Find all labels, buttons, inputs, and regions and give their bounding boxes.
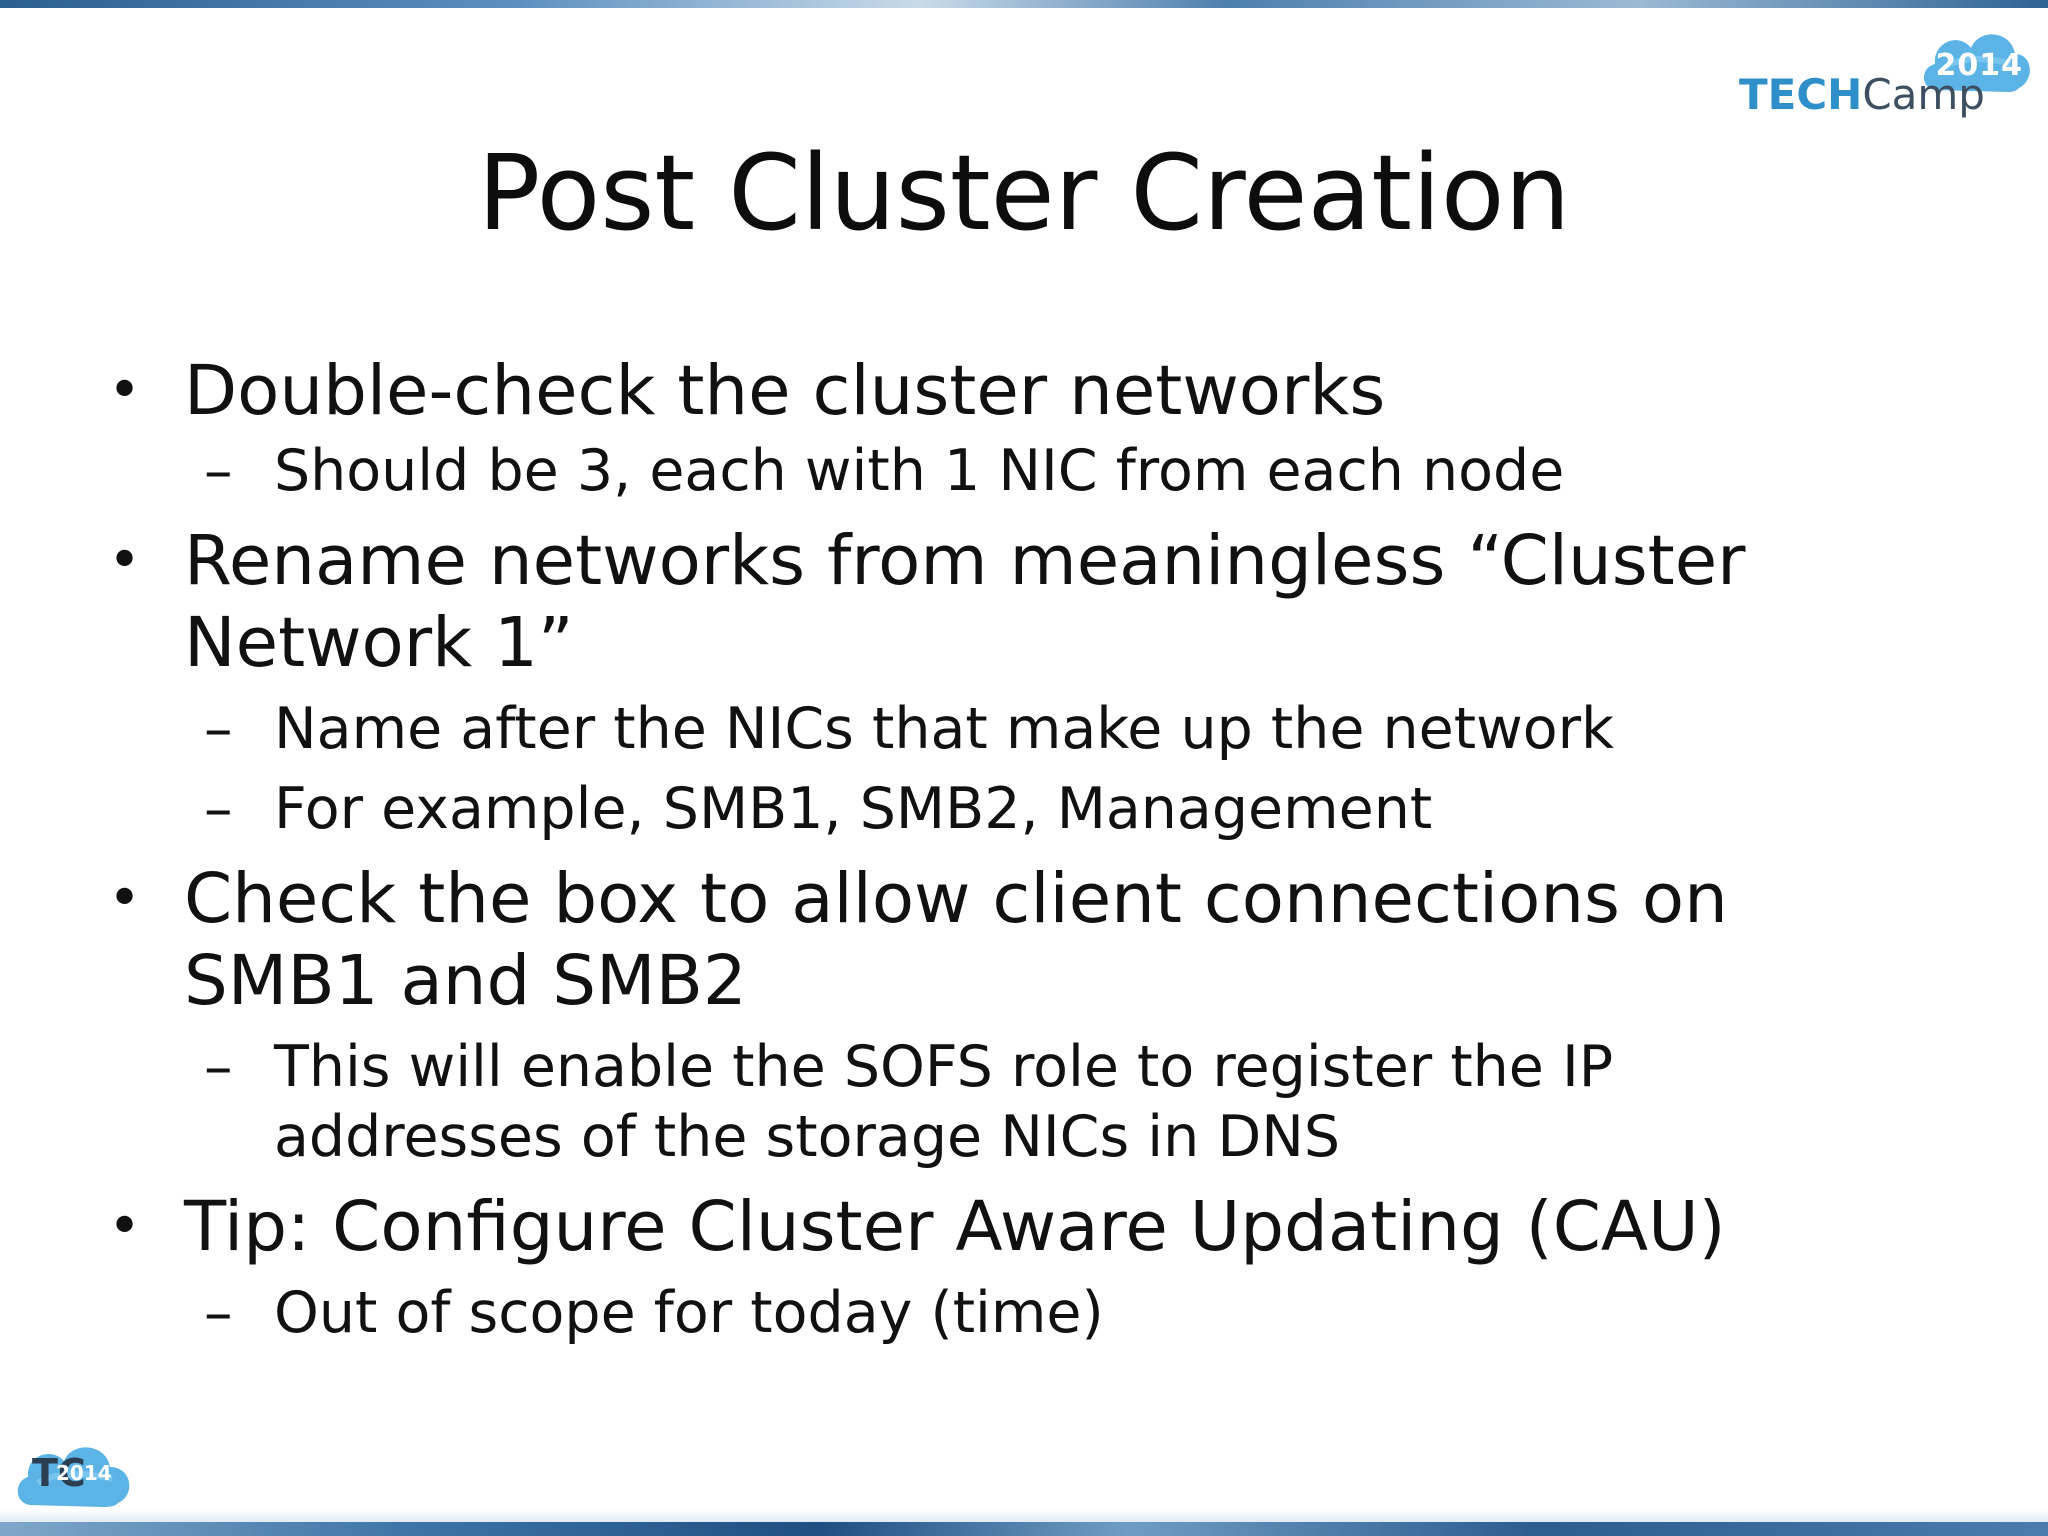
bullet-item: • Check the box to allow client connecti… [100, 858, 1980, 1022]
bullet-marker: • [108, 1194, 142, 1259]
sub-bullet-text: Out of scope for today (time) [274, 1280, 1104, 1346]
badge-year: 2014 [56, 1461, 112, 1485]
sub-bullet-text: For example, SMB1, SMB2, Management [274, 776, 1433, 842]
sub-bullet-text-line1: This will enable the SOFS role to regist… [274, 1034, 1614, 1100]
bottom-decorative-band [0, 1522, 2048, 1536]
sub-bullet-text-line2: addresses of the storage NICs in DNS [274, 1104, 1341, 1170]
sub-bullet-marker: – [204, 1034, 233, 1100]
sub-bullet-text: Should be 3, each with 1 NIC from each n… [274, 438, 1565, 504]
logo-wordmark-tech: TECH [1739, 70, 1863, 119]
cloud-icon [17, 1447, 130, 1507]
sub-bullet-item: – This will enable the SOFS role to regi… [100, 1032, 1980, 1172]
sub-bullet-marker: – [204, 438, 233, 504]
bullet-marker: • [108, 866, 142, 931]
techcamp-logo: 2014 TECHCamp [1735, 18, 2035, 128]
sub-bullet-text: Name after the NICs that make up the net… [274, 696, 1615, 762]
bullet-text: Tip: Configure Cluster Aware Updating (C… [184, 1187, 1726, 1267]
bullet-text-line1: Rename networks from meaningless “Cluste… [184, 521, 1746, 601]
bottom-decorative-haze [0, 1510, 2048, 1522]
sub-bullet-item: – Should be 3, each with 1 NIC from each… [100, 436, 1980, 506]
bullet-item: • Double-check the cluster networks [100, 350, 1980, 432]
badge-monogram: TC [32, 1451, 86, 1495]
sub-bullet-marker: – [204, 696, 233, 762]
top-decorative-band [0, 0, 2048, 8]
logo-wordmark: TECHCamp [1739, 70, 1985, 119]
logo-wordmark-camp: Camp [1862, 70, 1985, 119]
bullet-text: Double-check the cluster networks [184, 351, 1386, 431]
bullet-text-line2: Network 1” [184, 603, 574, 683]
cloud-icon [1923, 34, 2030, 92]
sub-bullet-item: – For example, SMB1, SMB2, Management [100, 774, 1980, 844]
sub-bullet-item: – Name after the NICs that make up the n… [100, 694, 1980, 764]
bullet-marker: • [108, 358, 142, 423]
logo-year: 2014 [1935, 48, 2023, 83]
sub-bullet-item: – Out of scope for today (time) [100, 1278, 1980, 1348]
bullet-marker: • [108, 528, 142, 593]
sub-bullet-marker: – [204, 776, 233, 842]
bullet-item: • Rename networks from meaningless “Clus… [100, 520, 1980, 684]
slide-body: • Double-check the cluster networks – Sh… [100, 350, 1980, 1348]
bullet-item: • Tip: Configure Cluster Aware Updating … [100, 1186, 1980, 1268]
bullet-text-line1: Check the box to allow client connection… [184, 859, 1728, 939]
slide-title: Post Cluster Creation [477, 132, 1571, 254]
bullet-text-line2: SMB1 and SMB2 [184, 941, 747, 1021]
sub-bullet-marker: – [204, 1280, 233, 1346]
techcamp-badge: TC 2014 [12, 1425, 142, 1515]
